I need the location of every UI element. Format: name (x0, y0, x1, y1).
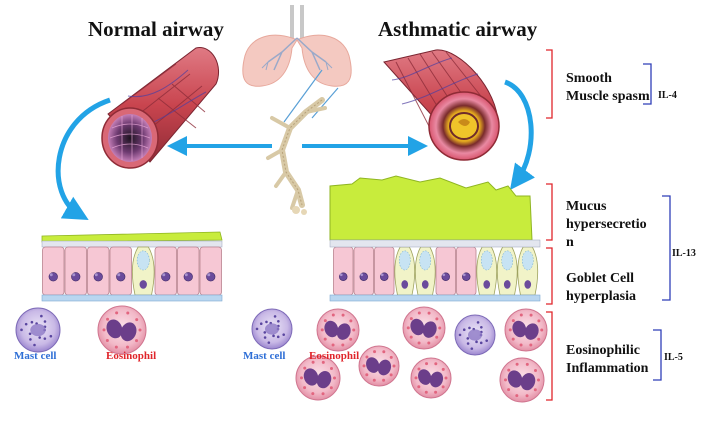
ciliated-cell (374, 246, 395, 296)
bracket-il4 (643, 63, 652, 105)
mast-cell-icon (251, 308, 293, 350)
ciliated-cell (87, 246, 110, 296)
ciliated-cell (333, 246, 354, 296)
asthmatic-airway-tube-icon (383, 49, 500, 161)
thin-mucus-layer (41, 231, 223, 243)
mast-cell-label-right: Mast cell (243, 350, 285, 362)
thick-mucus-layer (329, 175, 533, 241)
bracket-il5 (653, 329, 662, 381)
bracket-il13 (662, 195, 671, 301)
ciliated-cell (42, 246, 65, 296)
connector-lines (283, 69, 339, 123)
normal-airway-tube-icon (101, 47, 219, 169)
goblet-cell (394, 246, 416, 296)
eosinophil-icon (402, 306, 446, 350)
label-smooth-1: Smooth (566, 71, 612, 86)
label-eos-1: Eosinophilic (566, 343, 640, 358)
inflammatory-cells (15, 305, 548, 403)
curved-arrow-left (55, 97, 111, 220)
label-il5: IL-5 (664, 352, 683, 363)
goblet-cell (476, 246, 498, 296)
normal-airway-title: Normal airway (88, 17, 224, 41)
ciliated-cell (435, 246, 456, 296)
label-mucus-3: n (566, 235, 574, 250)
lungs-icon (242, 5, 352, 87)
label-il4: IL-4 (658, 90, 677, 101)
eosinophil-icon (410, 357, 452, 399)
ciliated-cell (199, 246, 222, 296)
eosinophil-label-right: Eosinophil (309, 350, 359, 362)
goblet-cell (517, 246, 539, 296)
ciliated-cell (64, 246, 87, 296)
asthmatic-epithelium (329, 175, 541, 302)
ciliated-cell (177, 246, 200, 296)
eosinophil-icon (504, 308, 548, 352)
mast-cell-icon (454, 314, 496, 356)
label-goblet-2: hyperplasia (566, 289, 636, 304)
goblet-cell (496, 246, 518, 296)
eosinophil-icon (499, 357, 545, 403)
eosinophil-icon (97, 305, 147, 355)
label-mucus-2: hypersecretio (566, 217, 647, 232)
label-goblet-1: Goblet Cell (566, 271, 634, 286)
curved-arrow-right (503, 79, 535, 191)
ciliated-cell (109, 246, 132, 296)
ciliated-cell (456, 246, 477, 296)
mast-cell-label-left: Mast cell (14, 350, 56, 362)
label-mucus-1: Mucus (566, 199, 607, 214)
eosinophil-label-left: Eosinophil (106, 350, 156, 362)
bracket-mucus (546, 183, 553, 241)
bracket-goblet (546, 247, 553, 305)
normal-epithelium (41, 231, 223, 302)
ciliated-cell (353, 246, 374, 296)
goblet-cell (131, 246, 155, 296)
mast-cell-icon (15, 307, 61, 353)
label-eos-2: Inflammation (566, 361, 649, 376)
label-il13: IL-13 (672, 248, 696, 259)
asthmatic-airway-title: Asthmatic airway (378, 17, 538, 41)
bronchial-tree-icon (266, 97, 327, 215)
goblet-cell (414, 246, 436, 296)
bracket-eosinophilic (546, 311, 553, 401)
bracket-smooth-muscle (546, 49, 553, 119)
eosinophil-icon (358, 345, 400, 387)
ciliated-cell (154, 246, 177, 296)
label-smooth-2: Muscle spasm (566, 89, 650, 104)
eosinophil-icon (295, 355, 341, 401)
eosinophil-icon (316, 308, 360, 352)
